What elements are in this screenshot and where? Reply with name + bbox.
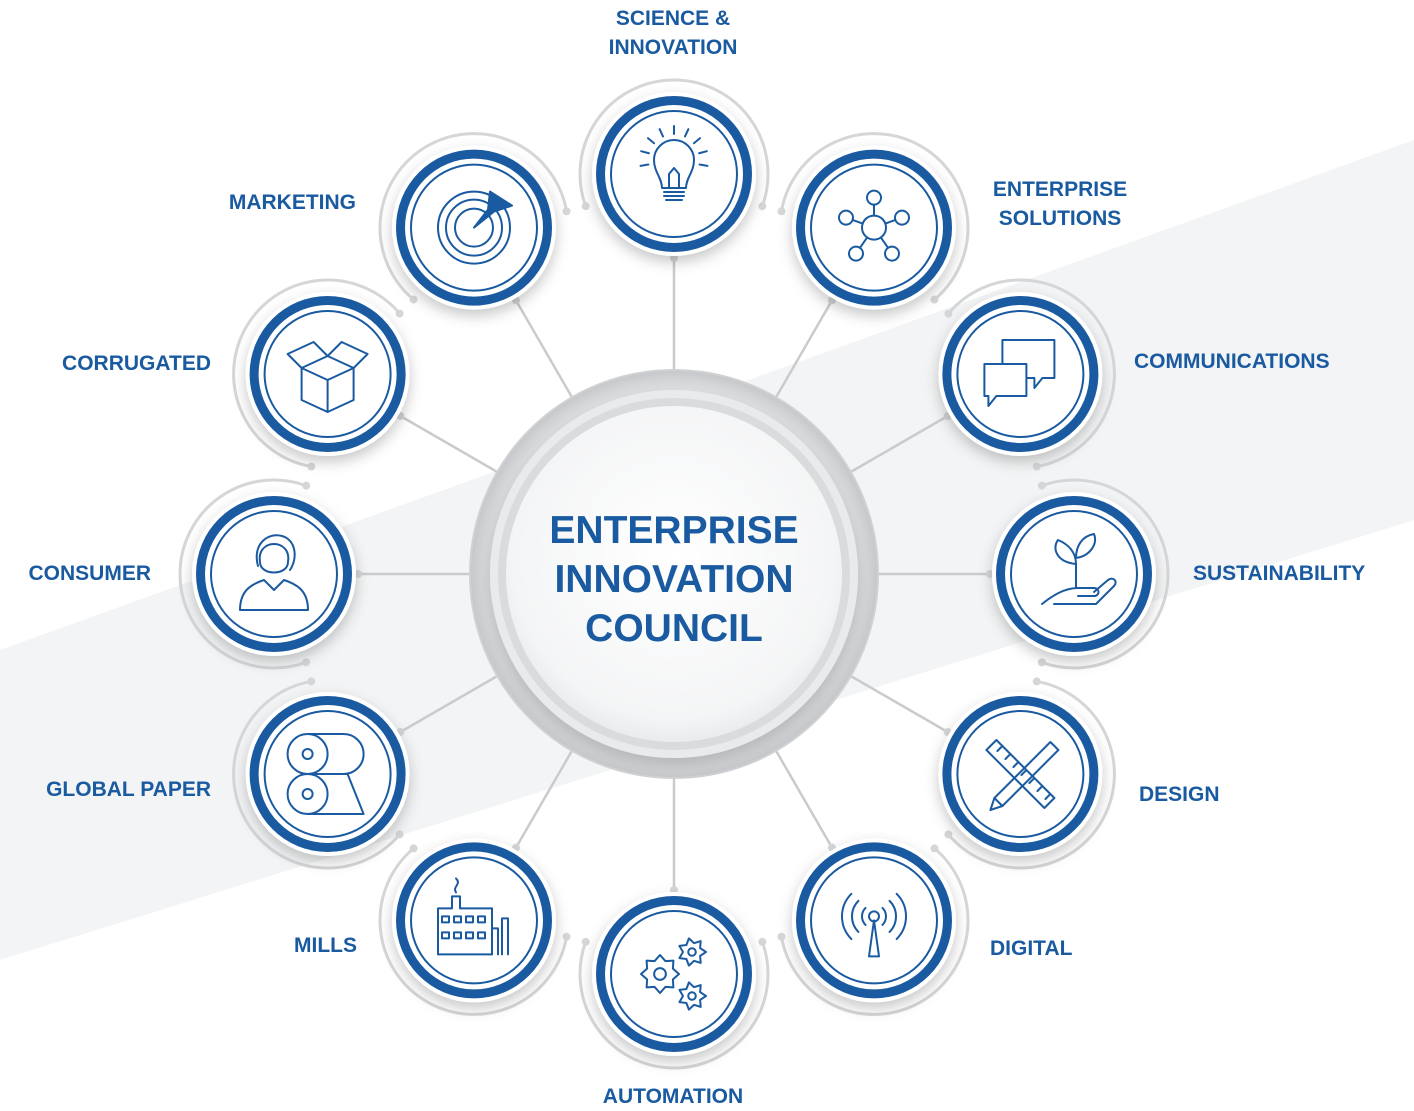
central-hub <box>469 369 879 779</box>
factory-icon <box>437 877 509 956</box>
connector-line <box>774 299 834 398</box>
topic-label: AUTOMATION <box>602 1085 744 1108</box>
connector-line <box>774 750 834 849</box>
topic-label: SUSTAINABILITY <box>1193 562 1366 585</box>
gears-icon <box>640 937 707 1011</box>
council-title: ENTERPRISE INNOVATION COUNCIL <box>549 509 799 650</box>
topic-label: DIGITAL <box>990 937 1073 960</box>
topic-node <box>986 478 1170 670</box>
connector-line <box>850 674 949 734</box>
topic-label: ENTERPRISE SOLUTIONS <box>992 178 1128 230</box>
topic-node <box>232 278 410 471</box>
topic-label: CONSUMER <box>28 562 151 585</box>
pencil-ruler-icon <box>985 739 1060 811</box>
chat-bubbles-icon <box>983 339 1056 407</box>
network-hub-icon <box>838 189 910 262</box>
lightbulb-icon <box>639 125 709 201</box>
topic-label: CORRUGATED <box>62 352 211 375</box>
topic-node <box>578 886 770 1070</box>
topic-node <box>777 838 970 1016</box>
person-icon <box>239 534 309 611</box>
topic-label: SCIENCE & INNOVATION <box>608 7 738 59</box>
topic-node <box>178 478 362 670</box>
antenna-signal-icon <box>841 892 907 958</box>
topic-node <box>938 677 1116 870</box>
topic-node <box>938 278 1116 471</box>
target-icon <box>437 190 513 265</box>
topic-node <box>378 132 571 310</box>
paper-rolls-icon <box>286 733 365 815</box>
topic-label: MARKETING <box>228 191 356 214</box>
topic-nodes <box>178 78 1170 1070</box>
connector-lines <box>358 258 990 890</box>
topic-node <box>578 78 770 262</box>
connector-line <box>399 674 498 734</box>
topic-node <box>232 677 410 870</box>
hand-sprout-icon <box>1041 533 1117 605</box>
topic-label: GLOBAL PAPER <box>46 778 211 801</box>
topic-label: DESIGN <box>1139 783 1220 806</box>
connector-line <box>399 414 498 474</box>
topic-label: MILLS <box>294 934 357 957</box>
topic-label: COMMUNICATIONS <box>1134 350 1330 373</box>
connector-line <box>850 414 949 474</box>
connector-line <box>514 750 574 849</box>
topic-node <box>777 132 970 310</box>
topic-node <box>378 838 571 1016</box>
connector-line <box>514 299 574 398</box>
open-box-icon <box>286 341 369 413</box>
